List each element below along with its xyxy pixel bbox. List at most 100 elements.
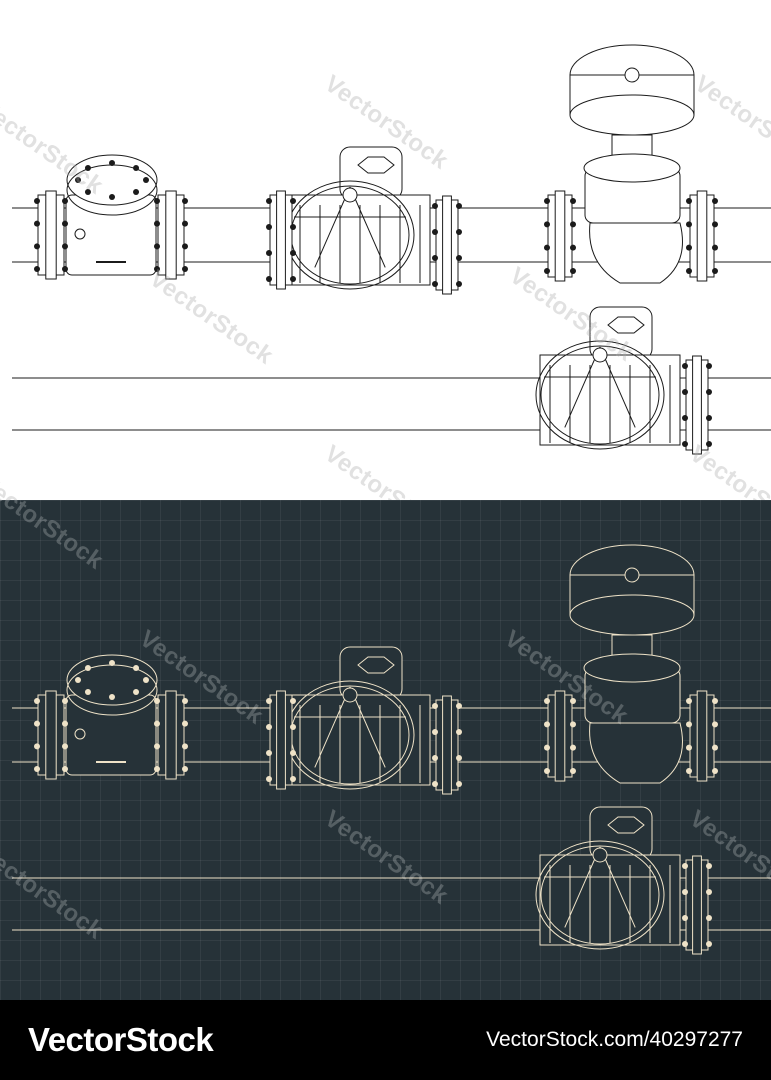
flange-bolt [62, 698, 68, 704]
light-blueprint-panel: VectorStock VectorStock VectorStock Vect… [0, 0, 771, 500]
dark-valve-drawing [12, 544, 771, 955]
flange-bolt [706, 415, 712, 421]
flange-bolt [62, 720, 68, 727]
flange-bolt [182, 243, 188, 250]
flange-bolt [34, 720, 40, 727]
flange-bolt [34, 743, 40, 750]
flange-bolt [570, 721, 576, 728]
cover-bolt [84, 689, 91, 696]
flange-bolt [456, 729, 462, 735]
flange-bolt [544, 698, 550, 704]
flange-bolt [62, 766, 68, 772]
pipe-flange [34, 190, 68, 280]
cover-bolt [75, 677, 81, 683]
position-indicator [607, 816, 645, 834]
flange-bolt [266, 224, 272, 230]
flange-bolt [34, 243, 40, 250]
flange-bolt [290, 198, 296, 204]
pipe-flange [686, 690, 718, 782]
pipe-flange [34, 690, 68, 780]
flange-bolt [34, 220, 40, 227]
footer-bar: VectorStock VectorStock.com/40297277 [0, 1000, 771, 1080]
pipe-flange [266, 690, 296, 790]
flange-bolt [266, 198, 272, 204]
flange-bolt [62, 266, 68, 272]
cover-bolt [133, 164, 140, 171]
position-indicator [607, 316, 645, 334]
flange-bolt [686, 268, 692, 274]
swing-check-valve [65, 654, 158, 776]
vent-port [624, 67, 640, 83]
flange-bolt [682, 863, 688, 869]
flange-bolt [182, 220, 188, 227]
flange-bolt [34, 266, 40, 272]
gear-operated-valve [539, 306, 681, 446]
flange-bolt [266, 698, 272, 704]
pipe-flange [682, 355, 712, 455]
flange-bolt [456, 755, 462, 761]
flange-bolt [290, 224, 296, 230]
flange-bolt [266, 276, 272, 282]
cover-bolt [84, 189, 91, 196]
cover-bolt [84, 164, 91, 171]
flange-bolt [154, 720, 160, 727]
flange-bolt [290, 776, 296, 782]
drain-plug [74, 728, 86, 740]
actuator-rim [569, 94, 695, 136]
flange-bolt [432, 281, 438, 287]
cover-bolt [133, 689, 140, 696]
flange-bolt [34, 198, 40, 204]
flange-bolt [712, 721, 718, 728]
flange-bolt [290, 724, 296, 730]
pipe-flange [544, 690, 576, 782]
swing-check-valve [65, 154, 158, 276]
valve-scene [12, 44, 771, 455]
flange-bolt [686, 198, 692, 204]
flange-bolt [154, 743, 160, 750]
flange-bolt [706, 389, 712, 395]
flange-bolt [686, 768, 692, 774]
flange-bolt [456, 781, 462, 787]
flange-bolt [290, 750, 296, 756]
flange-bolt [544, 198, 550, 204]
flange-bolt [432, 703, 438, 709]
flange-bolt [570, 268, 576, 274]
valve-body [589, 722, 683, 784]
cover-bolt [133, 664, 140, 671]
flange-bolt [266, 776, 272, 782]
flange-bolt [544, 721, 550, 728]
flange-bolt [432, 203, 438, 209]
flange-bolt [682, 915, 688, 921]
handwheel [535, 340, 665, 450]
flange-bolt [154, 266, 160, 272]
flange-bolt [544, 221, 550, 228]
flange-bolt [456, 203, 462, 209]
flange-bolt [456, 229, 462, 235]
dark-blueprint-panel: VectorStock VectorStock VectorStock Vect… [0, 500, 771, 1000]
flange-bolt [456, 255, 462, 261]
valve-scene [12, 544, 771, 955]
flange-bolt [712, 744, 718, 751]
flange-bolt [182, 198, 188, 204]
flange-bolt [686, 721, 692, 728]
flange-bolt [154, 243, 160, 250]
flange-bolt [544, 244, 550, 251]
flange-bolt [266, 750, 272, 756]
diaphragm-control-valve [569, 544, 695, 784]
flange-bolt [182, 766, 188, 772]
flange-bolt [570, 768, 576, 774]
flange-bolt [34, 766, 40, 772]
flange-bolt [154, 766, 160, 772]
cover-bolt [143, 177, 149, 183]
flange-bolt [682, 389, 688, 395]
drain-plug [74, 228, 86, 240]
flange-bolt [686, 244, 692, 251]
flange-bolt [686, 698, 692, 704]
gear-operated-valve [539, 806, 681, 946]
flange-bolt [706, 863, 712, 869]
flange-bolt [712, 268, 718, 274]
flange-bolt [432, 781, 438, 787]
gear-operated-valve [289, 146, 431, 286]
position-indicator [357, 156, 395, 174]
cover-bolt [84, 664, 91, 671]
